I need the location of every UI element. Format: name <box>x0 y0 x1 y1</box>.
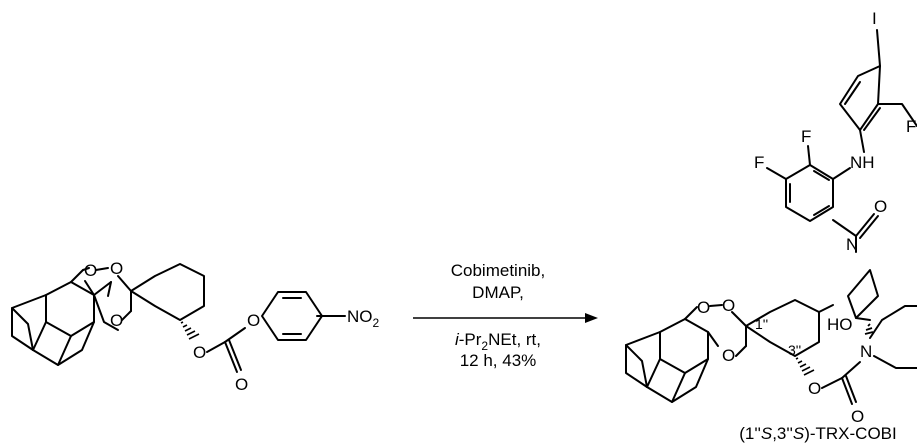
amide-bonds <box>832 213 879 239</box>
hydroxyl-group: HO <box>827 315 853 334</box>
locant-c3: 3'' <box>788 342 801 358</box>
product-molecule: O O O 1'' 3'' O O N <box>625 9 917 426</box>
reactant-molecule: O O O O O O <box>11 259 380 394</box>
product-hashed-bond <box>795 357 815 376</box>
product-cyclohexane <box>745 299 834 357</box>
aniline-nh: NH <box>850 153 875 172</box>
reactant-ester-oxygen: O <box>193 343 206 362</box>
reaction-conditions: Cobimetinib, DMAP, i-Pr2NEt, rt, 12 h, 4… <box>451 261 546 370</box>
product-trioxolane-bonds <box>684 304 747 357</box>
iodine-bond <box>876 29 881 67</box>
piperidine-wedge <box>864 323 874 335</box>
fluorine-1: F <box>801 127 811 146</box>
fluorine-3: F <box>906 117 916 136</box>
product-ring-oxygen-1: O <box>697 298 710 317</box>
product-ring-oxygen-3: O <box>722 346 735 365</box>
product-adamantane-cage <box>625 318 709 403</box>
piperidine-ring <box>869 305 917 369</box>
condition-catalyst: DMAP, <box>472 283 524 302</box>
azetidine-nitrogen: N <box>846 235 858 254</box>
adamantane-cage <box>11 269 95 366</box>
nitro-group: NO2 <box>347 307 380 330</box>
peroxide-bonds <box>84 267 132 321</box>
reactant-aryl-oxygen: O <box>247 311 260 330</box>
azetidine-ring <box>847 235 879 321</box>
product-ring-oxygen-2: O <box>722 296 735 315</box>
reactant-ring-oxygen-2: O <box>110 259 123 278</box>
reactant-carbonyl-oxygen: O <box>235 375 248 394</box>
reactant-hashed-bond <box>180 321 200 340</box>
product-carbamate-oxygen: O <box>851 407 864 426</box>
reaction-arrow <box>413 313 598 323</box>
piperidine-nitrogen: N <box>860 342 872 361</box>
product-ester-oxygen: O <box>808 379 821 398</box>
iodofluorophenyl-ring <box>839 65 917 153</box>
trioxolane-ring <box>82 267 119 331</box>
reactant-cyclohexane <box>130 263 205 321</box>
difluorophenyl-ring <box>766 145 851 222</box>
product-carbamate-bonds <box>821 361 861 405</box>
reactant-ring-oxygen-1: O <box>84 261 97 280</box>
condition-reagent: Cobimetinib, <box>451 261 546 280</box>
reactant-ring-oxygen-3: O <box>110 311 123 330</box>
carbonate-bonds <box>206 327 246 373</box>
iodine: I <box>872 9 877 28</box>
condition-base: i-Pr2NEt, rt, <box>455 330 541 353</box>
amide-oxygen: O <box>874 197 887 216</box>
condition-time-yield: 12 h, 43% <box>460 351 537 370</box>
locant-c1: 1'' <box>755 316 768 332</box>
nitrophenyl-ring <box>261 291 346 341</box>
fluorine-2: F <box>754 153 764 172</box>
product-label: (1''S,3''S)-TRX-COBI <box>739 424 897 443</box>
